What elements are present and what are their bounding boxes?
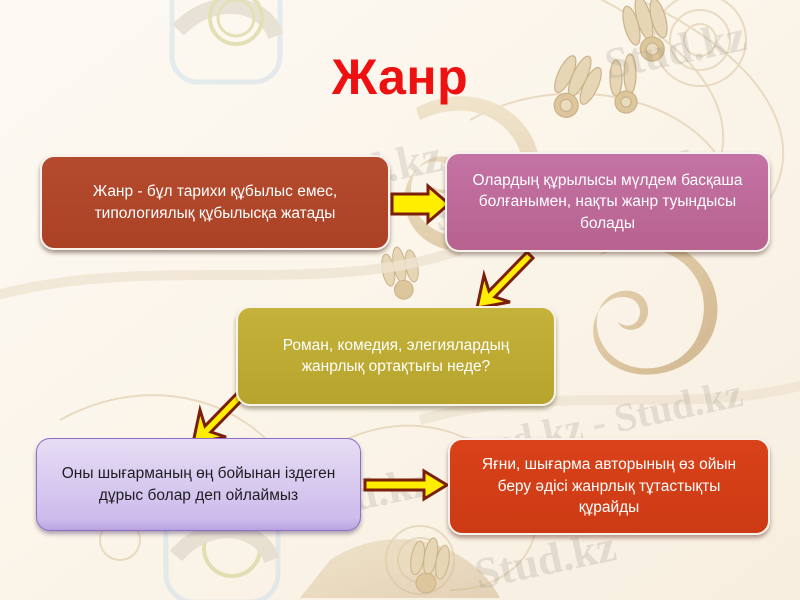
flow-node-answer[interactable]: Оны шығарманың өң бойынан іздеген дұрыс … bbox=[36, 438, 361, 531]
arrow-down-left-icon bbox=[475, 249, 536, 310]
flow-node-text: Роман, комедия, элегиялардың жанрлық орт… bbox=[282, 336, 510, 375]
arrow-right-icon bbox=[363, 468, 450, 502]
flow-node-conclusion[interactable]: Яғни, шығарма авторының өз ойын беру әді… bbox=[448, 438, 770, 535]
flow-node-statement-1[interactable]: Жанр - бұл тарихи құбылыс емес, типологи… bbox=[40, 155, 390, 250]
page-title: Жанр bbox=[331, 49, 469, 105]
flow-node-statement-2[interactable]: Олардың құрылысы мүлдем басқаша болғаным… bbox=[445, 152, 770, 252]
flow-node-text: Яғни, шығарма авторының өз ойын беру әді… bbox=[481, 456, 737, 517]
flow-node-text: Оны шығарманың өң бойынан іздеген дұрыс … bbox=[61, 465, 336, 504]
flow-node-question[interactable]: Роман, комедия, элегиялардың жанрлық орт… bbox=[236, 306, 556, 406]
flow-node-text: Олардың құрылысы мүлдем басқаша болғаным… bbox=[472, 171, 743, 232]
flow-node-text: Жанр - бұл тарихи құбылыс емес, типологи… bbox=[92, 183, 338, 222]
arrow-right-icon bbox=[390, 182, 452, 226]
